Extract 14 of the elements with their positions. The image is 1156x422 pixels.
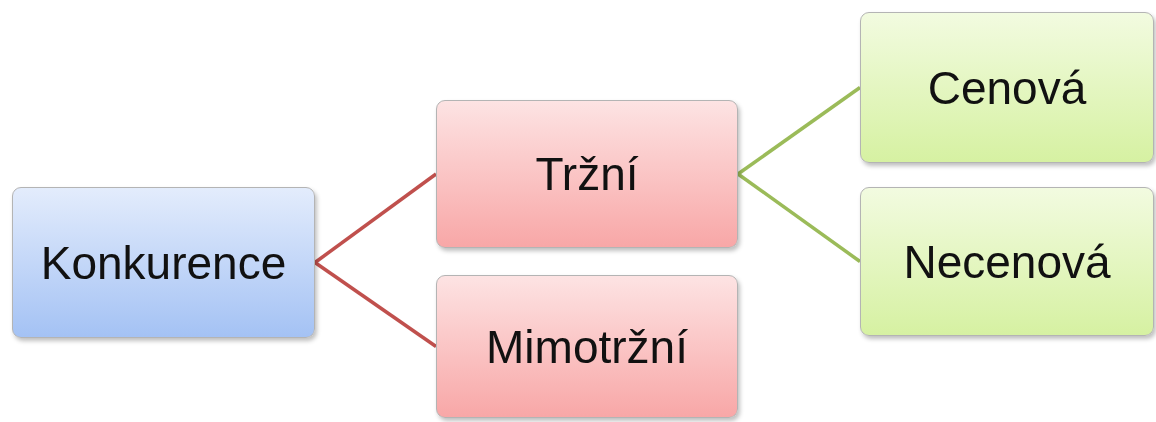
rounded-box xyxy=(436,275,738,418)
box-label: Cenová xyxy=(927,60,1087,115)
rounded-box xyxy=(860,12,1154,163)
rounded-box xyxy=(860,187,1154,336)
box-label: Tržní xyxy=(535,147,639,201)
box-label: Necenová xyxy=(903,234,1111,289)
rounded-box xyxy=(12,187,315,338)
connector-line xyxy=(737,86,861,176)
connector-line xyxy=(314,261,437,348)
connector-line xyxy=(736,172,862,263)
box-label: Konkurence xyxy=(40,235,287,290)
box-label: Mimotržní xyxy=(486,319,688,374)
connector-line xyxy=(313,172,438,264)
rounded-box xyxy=(436,100,738,248)
